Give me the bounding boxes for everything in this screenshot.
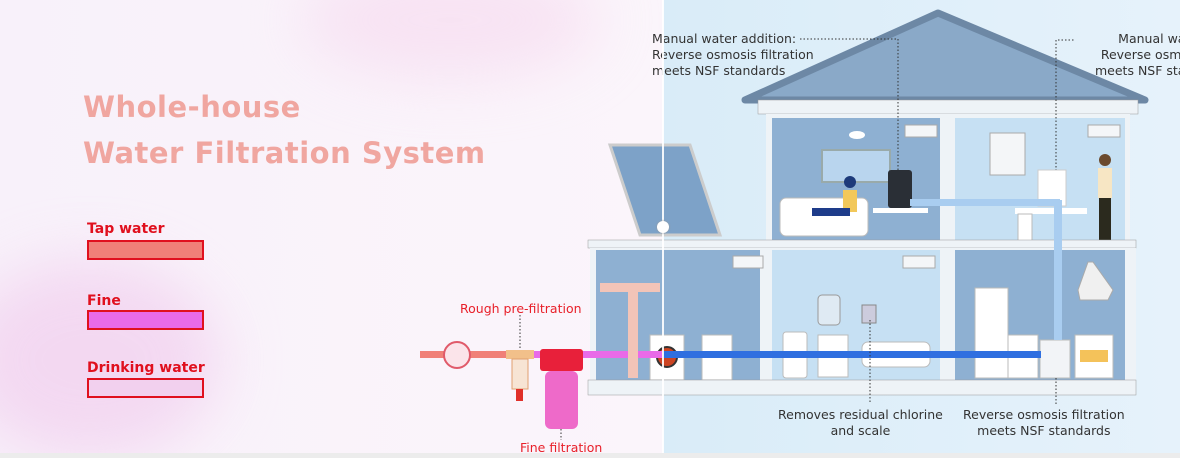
legend-swatch-fine	[87, 310, 204, 330]
annotation-line: Reverse osmosis filtration	[652, 47, 814, 62]
page-title-line2: Water Filtration System	[83, 136, 486, 170]
legend-label-drinking-water: Drinking water	[87, 360, 205, 376]
annotation-chlorine: Removes residual chlorine and scale	[778, 407, 943, 439]
legend-label-fine: Fine	[87, 293, 121, 309]
person	[844, 176, 856, 188]
annotation-rough-pre-filtration: Rough pre-filtration	[460, 301, 582, 316]
annotation-ro-bottom: Reverse osmosis filtration meets NSF sta…	[963, 407, 1125, 439]
range-hood	[1077, 261, 1114, 301]
annotation-line: Removes residual chlorine	[778, 407, 943, 422]
annotation-manual-water-left: Manual water addition: Reverse osmosis f…	[652, 31, 814, 79]
roof	[741, 9, 1149, 115]
annotation-line: meets NSF standards	[652, 63, 786, 78]
person	[1099, 154, 1111, 166]
leader-lines	[519, 38, 1075, 440]
ro-system	[1039, 339, 1071, 379]
foundation	[587, 379, 1137, 396]
annotation-line: Manual water	[1118, 31, 1180, 46]
legend-swatch-drinking-water	[87, 378, 204, 398]
bottom-edge	[0, 453, 1180, 458]
shower-filter	[861, 304, 877, 324]
annotation-line: meets NSF standards	[1095, 63, 1180, 78]
annotation-manual-water-right: Manual water Reverse osmosis meets NSF s…	[1078, 31, 1180, 79]
water-dispenser	[888, 170, 912, 208]
annotation-line: meets NSF standards	[977, 423, 1111, 438]
fine-filter-housing	[540, 349, 583, 429]
page-title-line1: Whole-house	[83, 90, 301, 124]
pre-filter	[506, 350, 534, 401]
background-blob	[0, 260, 220, 458]
legend-swatch-tap-water	[87, 240, 204, 260]
annotation-line: Reverse osmosis filtration	[963, 407, 1125, 422]
annotation-fine-filtration: Fine filtration	[520, 440, 603, 455]
legend-label-tap-water: Tap water	[87, 221, 165, 237]
floor-slab	[587, 239, 1137, 249]
water-meter	[443, 341, 471, 369]
annotation-line: Reverse osmosis	[1100, 47, 1180, 62]
annotation-line: and scale	[830, 423, 891, 438]
comparison-slider-handle[interactable]	[657, 221, 669, 233]
refrigerator	[974, 287, 1009, 379]
table	[873, 208, 928, 213]
upper-floor	[766, 114, 1130, 245]
annotation-line: Manual water addition:	[652, 31, 797, 46]
